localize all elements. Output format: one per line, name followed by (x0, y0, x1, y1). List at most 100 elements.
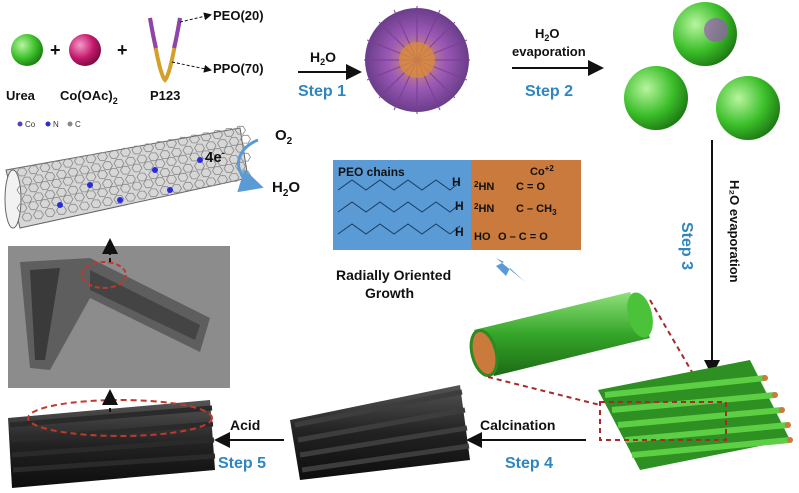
lattice-hexagon (223, 146, 235, 155)
lattice-hexagon (182, 145, 194, 155)
step4-reagent: Calcination (480, 417, 555, 433)
ho-label: HO (474, 231, 491, 243)
lattice-hexagon (131, 145, 143, 155)
lattice-hexagon (182, 181, 194, 191)
lattice-hexagon (212, 148, 223, 157)
peo-pointer (179, 12, 212, 23)
lattice-hexagon (189, 170, 200, 180)
p123-polymer (148, 17, 182, 83)
lattice-hexagon (56, 170, 67, 179)
lattice-hexagon (136, 172, 148, 182)
lattice-hexagon (97, 170, 108, 179)
lattice-hexagon (90, 199, 102, 209)
tem-micrograph (8, 246, 230, 388)
lattice-hexagon (154, 159, 166, 168)
lattice-hexagon (90, 163, 102, 173)
lattice-hexagon (16, 203, 28, 213)
lattice-hexagon (217, 175, 228, 184)
lattice-hexagon (79, 201, 90, 211)
step3-reagent: H₂O evaporation (727, 180, 742, 283)
lattice-hexagon (217, 139, 228, 148)
lattice-hexagon (131, 181, 143, 191)
step5-label: Step 5 (218, 455, 266, 472)
lattice-hexagon (148, 152, 159, 162)
h-label-2: H (455, 199, 464, 213)
lattice-hexagon (143, 143, 154, 153)
peo-label: PEO(20) (213, 8, 264, 23)
lattice-hexagon (120, 147, 131, 157)
h-label-3: H (455, 225, 464, 239)
lattice-hexagon (102, 197, 113, 206)
h2o-label: H2O (272, 179, 300, 199)
inset-panel (333, 160, 581, 250)
urea-label: Urea (6, 88, 36, 103)
lattice-hexagon (79, 165, 90, 175)
lattice-hexagon (223, 128, 235, 137)
co-legend-dot (17, 121, 23, 127)
calcined-rod-bundle (290, 385, 470, 480)
lattice-hexagon (28, 165, 39, 175)
lattice-hexagon (21, 212, 33, 222)
step2-label: Step 2 (525, 83, 573, 100)
lattice-hexagon (171, 148, 182, 157)
single-cylinder (469, 292, 653, 378)
step2-reagent-line1: H2O (535, 26, 560, 43)
lattice-hexagon (21, 194, 33, 204)
cobalt-sphere (69, 34, 101, 66)
lattice-hexagon (159, 168, 171, 177)
lattice-hexagon (212, 130, 223, 139)
lattice-hexagon (39, 163, 51, 172)
lattice-hexagon (44, 208, 56, 217)
lattice-hexagon (212, 166, 223, 175)
lattice-hexagon (67, 167, 79, 177)
urea-sphere (11, 34, 43, 66)
o2-label: O2 (275, 127, 293, 147)
lattice-hexagon (177, 136, 189, 146)
growth-arrow (496, 258, 525, 282)
final-rod-bundle (8, 399, 216, 488)
green-rod-bundle (598, 360, 793, 470)
nh-top: 2HN (474, 180, 494, 193)
nh-mid: 2HN (474, 202, 494, 215)
step4-label: Step 4 (505, 455, 553, 472)
lattice-hexagon (189, 134, 200, 144)
growth-line2: Growth (365, 285, 414, 301)
lattice-hexagon (85, 190, 97, 200)
lattice-hexagon (228, 155, 240, 164)
lattice-hexagon (21, 176, 33, 186)
lattice-hexagon (143, 179, 154, 189)
lattice-hexagon (44, 172, 56, 181)
ppo-pointer (171, 61, 212, 73)
cdo-top: C = O (516, 181, 545, 193)
lattice-hexagon (97, 152, 108, 161)
lattice-hexagon (16, 185, 28, 195)
green-spheres (624, 2, 780, 140)
orr-arrow (237, 138, 264, 193)
lattice-hexagon (159, 150, 171, 159)
micelle (364, 6, 470, 114)
lattice-hexagon (62, 194, 74, 204)
electrons-label: 4e- (205, 148, 225, 166)
lattice-hexagon (194, 143, 205, 153)
step5-reagent: Acid (230, 417, 260, 433)
lattice-hexagon (85, 154, 97, 164)
lattice-hexagon (102, 179, 113, 188)
lattice-hexagon (148, 188, 159, 198)
n-legend-dot (45, 121, 51, 127)
lattice-hexagon (154, 141, 166, 150)
lattice-hexagon (33, 192, 44, 202)
lattice-hexagon (125, 174, 136, 184)
lattice-hexagon (166, 175, 177, 184)
p123-label: P123 (150, 88, 180, 103)
lattice-hexagon (62, 176, 74, 186)
lattice-hexagon (108, 150, 120, 159)
lattice-hexagon (108, 168, 120, 177)
lattice-hexagon (16, 167, 28, 177)
nanotube-lattice (4, 125, 251, 229)
lattice-hexagon (120, 183, 131, 193)
c-legend-dot (67, 121, 73, 127)
lattice-hexagon (85, 172, 97, 182)
lattice-hexagon (125, 156, 136, 166)
lattice-hexagon (67, 185, 79, 195)
